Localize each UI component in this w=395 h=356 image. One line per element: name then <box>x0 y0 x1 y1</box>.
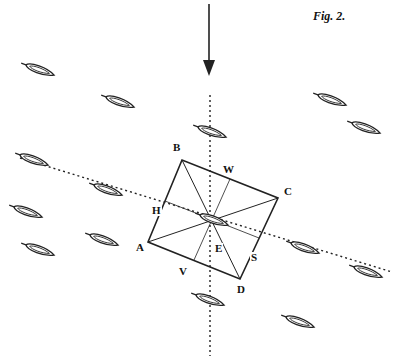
point-letter: B <box>172 142 181 153</box>
point-letter: H <box>151 205 162 216</box>
point-letter: E <box>214 243 223 254</box>
point-letter: V <box>178 266 188 277</box>
figure-number: Fig. 2. <box>312 10 346 22</box>
diagonal-line <box>148 198 278 242</box>
point-letter: C <box>283 186 293 197</box>
force-rectangle <box>148 160 278 279</box>
point-letter: W <box>222 164 235 175</box>
mid-line <box>194 179 230 260</box>
mid-line <box>165 201 259 238</box>
dotted-line <box>20 158 392 272</box>
point-letter: S <box>250 252 258 263</box>
diagonal-line <box>182 160 240 279</box>
point-letter: A <box>135 242 145 253</box>
boat-group <box>8 60 383 331</box>
point-letter: D <box>236 284 246 295</box>
arrowhead <box>203 60 215 76</box>
wind-arrow <box>208 4 210 66</box>
